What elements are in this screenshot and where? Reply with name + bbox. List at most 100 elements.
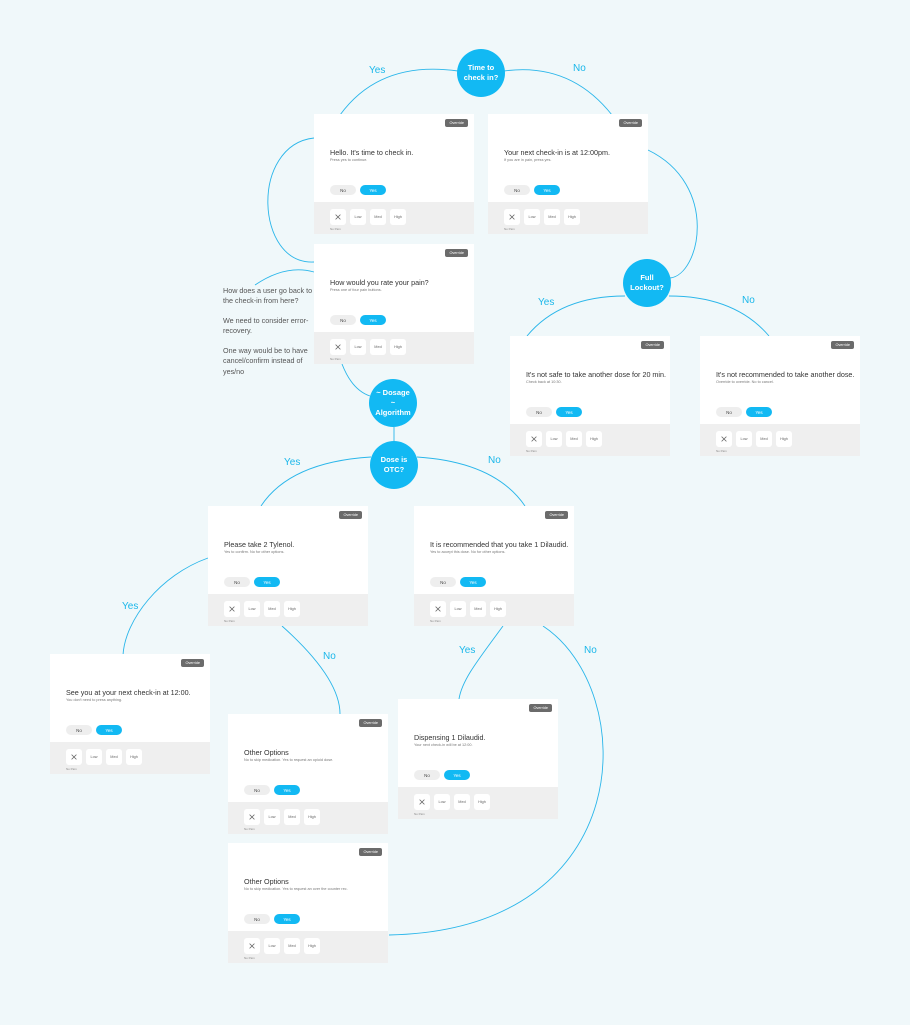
pain-med-button[interactable]: Med <box>370 209 386 225</box>
override-button[interactable]: Override <box>359 719 382 727</box>
no-pain-button[interactable] <box>330 209 346 225</box>
override-button[interactable]: Override <box>339 511 362 519</box>
edge-label-otc-yes: Yes <box>284 457 301 468</box>
no-pain-label: No Pain <box>244 827 255 831</box>
pain-high-button[interactable]: High <box>490 601 506 617</box>
pain-med-button[interactable]: Med <box>756 431 772 447</box>
no-button[interactable]: No <box>716 407 742 417</box>
pain-med-button[interactable]: Med <box>544 209 560 225</box>
override-button[interactable]: Override <box>445 119 468 127</box>
decision-label: Dose is OTC? <box>380 455 408 474</box>
pain-low-button[interactable]: Low <box>86 749 102 765</box>
pain-med-button[interactable]: Med <box>370 339 386 355</box>
override-button[interactable]: Override <box>831 341 854 349</box>
close-icon <box>71 754 77 760</box>
no-pain-button[interactable] <box>244 938 260 954</box>
override-button[interactable]: Override <box>359 848 382 856</box>
yes-button[interactable]: Yes <box>444 770 470 780</box>
pain-low-button[interactable]: Low <box>434 794 450 810</box>
override-button[interactable]: Override <box>545 511 568 519</box>
pain-med-button[interactable]: Med <box>284 938 300 954</box>
yes-button[interactable]: Yes <box>274 914 300 924</box>
edge-label-dilaudid-yes: Yes <box>459 645 476 656</box>
yes-button[interactable]: Yes <box>254 577 280 587</box>
override-button[interactable]: Override <box>445 249 468 257</box>
pain-low-button[interactable]: Low <box>546 431 562 447</box>
pain-med-button[interactable]: Med <box>566 431 582 447</box>
yes-button[interactable]: Yes <box>96 725 122 735</box>
no-button[interactable]: No <box>526 407 552 417</box>
pain-low-button[interactable]: Low <box>244 601 260 617</box>
yes-button[interactable]: Yes <box>460 577 486 587</box>
no-pain-button[interactable] <box>504 209 520 225</box>
override-button[interactable]: Override <box>529 704 552 712</box>
edge-tylenol-yes <box>122 557 209 656</box>
pain-low-button[interactable]: Low <box>350 339 366 355</box>
override-button[interactable]: Override <box>619 119 642 127</box>
pain-low-button[interactable]: Low <box>450 601 466 617</box>
no-button[interactable]: No <box>330 315 356 325</box>
screen-subtitle: You don't need to press anything. <box>66 698 123 702</box>
pain-low-button[interactable]: Low <box>736 431 752 447</box>
screen-subtitle: Press yes to continue. <box>330 158 368 162</box>
pain-low-button[interactable]: Low <box>350 209 366 225</box>
pain-med-button[interactable]: Med <box>106 749 122 765</box>
pain-high-button[interactable]: High <box>284 601 300 617</box>
pain-high-button[interactable]: High <box>126 749 142 765</box>
override-button[interactable]: Override <box>181 659 204 667</box>
no-pain-button[interactable] <box>330 339 346 355</box>
close-icon <box>531 436 537 442</box>
no-button[interactable]: No <box>430 577 456 587</box>
no-button[interactable]: No <box>66 725 92 735</box>
screen-subtitle: If you are in pain, press yes. <box>504 158 552 162</box>
yes-button[interactable]: Yes <box>360 185 386 195</box>
no-pain-button[interactable] <box>414 794 430 810</box>
yes-button[interactable]: Yes <box>360 315 386 325</box>
pain-high-button[interactable]: High <box>304 809 320 825</box>
no-button[interactable]: No <box>244 914 270 924</box>
pain-low-button[interactable]: Low <box>264 809 280 825</box>
edge-checkin-yes <box>339 68 459 116</box>
pain-low-button[interactable]: Low <box>524 209 540 225</box>
no-pain-button[interactable] <box>244 809 260 825</box>
override-button[interactable]: Override <box>641 341 664 349</box>
decision-time-to-check-in: Time to check in? <box>457 49 505 97</box>
screen-subtitle: Check back at 10:30. <box>526 380 562 384</box>
no-pain-button[interactable] <box>526 431 542 447</box>
yes-button[interactable]: Yes <box>556 407 582 417</box>
pain-high-button[interactable]: High <box>390 209 406 225</box>
yes-button[interactable]: Yes <box>746 407 772 417</box>
pain-low-button[interactable]: Low <box>264 938 280 954</box>
pain-high-button[interactable]: High <box>390 339 406 355</box>
no-button[interactable]: No <box>504 185 530 195</box>
screen-title: See you at your next check-in at 12:00. <box>66 688 191 697</box>
no-button[interactable]: No <box>244 785 270 795</box>
no-pain-button[interactable] <box>224 601 240 617</box>
no-button[interactable]: No <box>330 185 356 195</box>
pain-high-button[interactable]: High <box>776 431 792 447</box>
screen-title: It is recommended that you take 1 Dilaud… <box>430 540 569 549</box>
no-pain-button[interactable] <box>66 749 82 765</box>
no-pain-button[interactable] <box>430 601 446 617</box>
close-icon <box>509 214 515 220</box>
screen-title: How would you rate your pain? <box>330 278 429 287</box>
decision-label: Full Lockout? <box>630 273 664 292</box>
decision-label: ~ Dosage ~ Algorithm <box>375 388 411 417</box>
yes-button[interactable]: Yes <box>534 185 560 195</box>
yes-button[interactable]: Yes <box>274 785 300 795</box>
no-button[interactable]: No <box>224 577 250 587</box>
no-button[interactable]: No <box>414 770 440 780</box>
pain-high-button[interactable]: High <box>304 938 320 954</box>
pain-med-button[interactable]: Med <box>264 601 280 617</box>
pain-high-button[interactable]: High <box>474 794 490 810</box>
pain-med-button[interactable]: Med <box>284 809 300 825</box>
no-pain-button[interactable] <box>716 431 732 447</box>
pain-high-button[interactable]: High <box>586 431 602 447</box>
pain-high-button[interactable]: High <box>564 209 580 225</box>
pain-med-button[interactable]: Med <box>454 794 470 810</box>
pain-med-button[interactable]: Med <box>470 601 486 617</box>
